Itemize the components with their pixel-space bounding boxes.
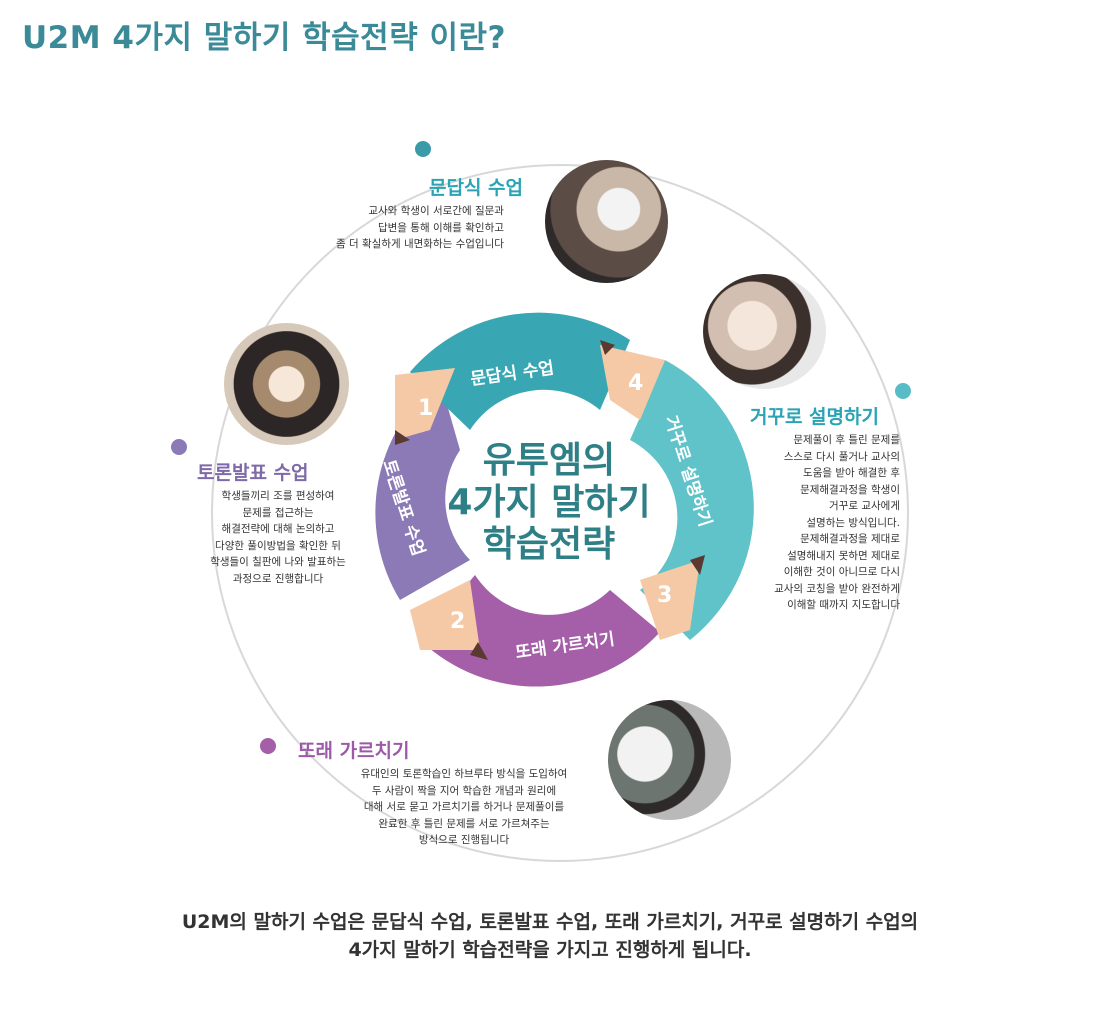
section-heading-qa-class: 문답식 수업 <box>429 177 524 199</box>
outer-ring-circle <box>211 164 909 862</box>
desc-line: 이해할 때까지 지도합니다 <box>787 599 900 611</box>
center-line-1: 유투엠의 <box>483 440 615 481</box>
arrow-tip-2-shadow <box>470 642 488 660</box>
center-line-2: 4가지 말하기 <box>447 482 650 523</box>
section-desc-peer-teaching: 유대인의 토론학습인 하브루타 방식을 도입하여 두 사람이 짝을 지어 학습한… <box>316 766 612 849</box>
page-title: U2M 4가지 말하기 학습전략 이란? <box>22 20 507 56</box>
desc-line: 스스로 다시 풀거나 교사의 <box>783 450 900 463</box>
step-number-1: 1 <box>418 396 433 421</box>
desc-line: 교사의 코칭을 받아 완전하게 <box>774 582 900 595</box>
dot-top <box>415 141 431 157</box>
center-line-3: 학습전략 <box>483 524 615 565</box>
desc-line: 답변을 통해 이해를 확인하고 <box>377 221 504 234</box>
desc-line: 이해한 것이 아니므로 다시 <box>783 566 900 578</box>
photo-students-studying <box>703 274 826 389</box>
desc-line: 대해 서로 묻고 가르치기를 하거나 문제풀이를 <box>363 801 565 813</box>
center-circle <box>459 418 639 598</box>
desc-line: 좀 더 확실하게 내면화하는 수업입니다 <box>336 238 504 250</box>
section-desc-qa-class: 교사와 학생이 서로간에 질문과 답변을 통해 이해를 확인하고 좀 더 확실하… <box>336 203 504 253</box>
desc-line: 두 사람이 짝을 지어 학습한 개념과 원리에 <box>371 784 557 797</box>
desc-line: 문제해결과정을 제대로 <box>800 533 900 545</box>
footer-summary: U2M의 말하기 수업은 문답식 수업, 토론발표 수업, 또래 가르치기, 거… <box>0 908 1100 964</box>
footer-line-2: 4가지 말하기 학습전략을 가지고 진행하게 됩니다. <box>348 939 752 961</box>
desc-line: 완료한 후 틀린 문제를 서로 가르쳐주는 <box>378 817 550 830</box>
section-desc-reverse-explain: 문제풀이 후 틀린 문제를 스스로 다시 풀거나 교사의 도움을 받아 해결한 … <box>738 432 900 614</box>
step-number-4: 4 <box>628 371 643 396</box>
arrow-tip-4 <box>600 345 665 420</box>
desc-line: 교사와 학생이 서로간에 질문과 <box>368 205 504 217</box>
arrow-tip-4-shadow <box>600 340 615 355</box>
desc-line: 문제해결과정을 학생이 <box>800 483 900 496</box>
strategy-diagram: 1 2 3 4 문답식 수업 거꾸로 설명하기 또래 가르치기 토론발표 수업 … <box>171 141 911 862</box>
desc-line: 문제를 접근하는 <box>242 506 314 519</box>
desc-line: 거꾸로 교사에게 <box>829 500 900 512</box>
step-number-2: 2 <box>450 609 465 634</box>
desc-line: 설명하는 방식입니다. <box>806 516 900 529</box>
arrow-tip-1 <box>395 368 455 440</box>
desc-line: 유대인의 토론학습인 하브루타 방식을 도입하여 <box>360 768 568 780</box>
ring-segment-bottom <box>420 575 660 687</box>
dot-right <box>895 383 911 399</box>
arrow-tip-1-shadow <box>395 430 410 445</box>
section-heading-peer-teaching: 또래 가르치기 <box>298 740 410 762</box>
desc-line: 해결전략에 대해 논의하고 <box>221 523 335 535</box>
arrow-tip-3 <box>640 560 700 640</box>
footer-line-1: U2M의 말하기 수업은 문답식 수업, 토론발표 수업, 또래 가르치기, 거… <box>181 911 919 933</box>
desc-line: 과정으로 진행합니다 <box>232 572 324 585</box>
desc-line: 다양한 풀이방법을 확인한 뒤 <box>215 539 341 552</box>
desc-line: 문제풀이 후 틀린 문제를 <box>793 434 900 446</box>
photo-peer-teaching <box>608 700 731 820</box>
photo-classroom-hand-raise <box>545 160 668 283</box>
desc-line: 학생들이 칠판에 나와 발표하는 <box>210 556 346 568</box>
photo-group-discussion <box>224 323 349 445</box>
step-number-3: 3 <box>657 583 672 608</box>
arrow-tip-2 <box>410 580 480 650</box>
desc-line: 방식으로 진행됩니다 <box>418 834 510 846</box>
desc-line: 학생들끼리 조를 편성하여 <box>221 490 335 502</box>
desc-line: 설명해내지 못하면 제대로 <box>787 549 900 562</box>
dot-left <box>171 439 187 455</box>
section-heading-reverse-explain: 거꾸로 설명하기 <box>750 406 879 428</box>
ring-segment-right <box>630 360 754 640</box>
section-desc-discussion-class: 학생들끼리 조를 편성하여 문제를 접근하는 해결전략에 대해 논의하고 다양한… <box>192 488 364 587</box>
section-heading-discussion-class: 토론발표 수업 <box>197 462 309 484</box>
arrow-tip-3-shadow <box>690 555 705 575</box>
ring-segment-top <box>410 312 630 430</box>
dot-bottom <box>260 738 276 754</box>
desc-line: 도움을 받아 해결한 후 <box>803 467 900 479</box>
